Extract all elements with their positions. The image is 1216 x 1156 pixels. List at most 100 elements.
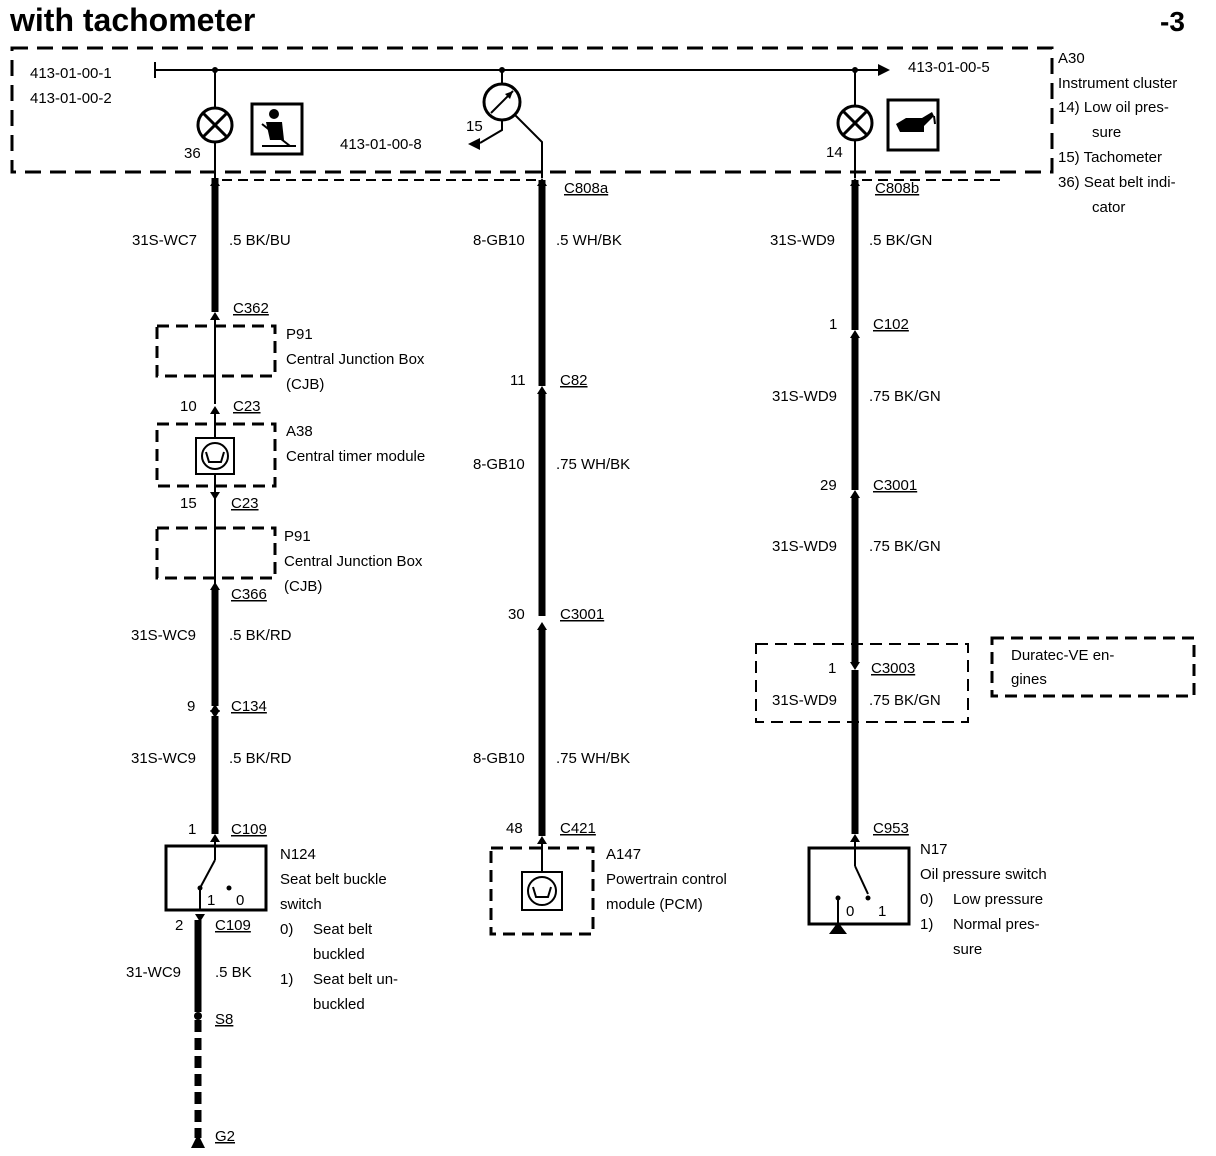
ground-g2-label: G2 — [215, 1128, 235, 1145]
bus-arrow — [878, 64, 890, 76]
right-wire2-code: 31S-WD9 — [772, 388, 837, 405]
mid-wire1-spec: .5 WH/BK — [556, 232, 622, 249]
right-wire4-code: 31S-WD9 — [772, 692, 837, 709]
n124-state-0-text-1: Seat belt — [313, 921, 373, 938]
a147-id: A147 — [606, 846, 641, 863]
n17-state-0: 0) — [920, 891, 933, 908]
cluster-line-2: 14) Low oil pres- — [1058, 99, 1169, 116]
left-wire1-spec: .5 BK/BU — [229, 232, 291, 249]
page-title: with tachometer — [9, 2, 255, 38]
n17-id: N17 — [920, 841, 948, 858]
connector-c3001-right: C3001 — [873, 477, 917, 494]
splice-s8-label: S8 — [215, 1011, 233, 1028]
mid-wire1-code: 8-GB10 — [473, 232, 525, 249]
n124-pos-1: 1 — [207, 892, 215, 909]
left-wire1-code: 31S-WC7 — [132, 232, 197, 249]
cluster-line-3: sure — [1092, 124, 1121, 141]
connector-c366: C366 — [231, 586, 267, 603]
connector-c109-b: C109 — [215, 917, 251, 934]
pcm-module-icon — [521, 871, 563, 911]
n17-state-1: 1) — [920, 916, 933, 933]
cluster-id: A30 — [1058, 50, 1085, 67]
n17-state-1-text-2: sure — [953, 941, 982, 958]
c23a-pin: 10 — [180, 398, 197, 415]
connector-c102: C102 — [873, 316, 909, 333]
n17-state-1-text-1: Normal pres- — [953, 916, 1040, 933]
n17-name: Oil pressure switch — [920, 866, 1047, 883]
connector-c82: C82 — [560, 372, 588, 389]
left-wire3-code: 31S-WC9 — [131, 750, 196, 767]
c102-pin: 1 — [829, 316, 837, 333]
n17-pos-0: 0 — [846, 903, 854, 920]
mid-wire2-spec: .75 WH/BK — [556, 456, 630, 473]
c109b-pin: 2 — [175, 917, 183, 934]
n124-pos-0: 0 — [236, 892, 244, 909]
a147-name-2: module (PCM) — [606, 896, 703, 913]
left-wire4-spec: .5 BK — [215, 964, 252, 981]
seatbelt-warning-icon — [250, 102, 304, 156]
cluster-line-6: cator — [1092, 199, 1125, 216]
ground-g2-icon — [191, 1134, 205, 1148]
connector-c3001-mid: C3001 — [560, 606, 604, 623]
c3003-pin: 1 — [828, 660, 836, 677]
cluster-line-5: 36) Seat belt indi- — [1058, 174, 1176, 191]
a147-name-1: Powertrain control — [606, 871, 727, 888]
right-wire2-spec: .75 BK/GN — [869, 388, 941, 405]
n17-ground-icon — [829, 922, 847, 934]
n17-switch-box — [807, 846, 911, 926]
p91-2-abbr: (CJB) — [284, 578, 322, 595]
page-number: -3 — [1160, 6, 1185, 37]
a38-name: Central timer module — [286, 448, 425, 465]
connector-c23-a: C23 — [233, 398, 261, 415]
n17-state-0-text: Low pressure — [953, 891, 1043, 908]
oil-lamp-pin: 14 — [826, 144, 843, 161]
n124-switch-blade — [199, 859, 216, 889]
duratec-line-2: gines — [1011, 671, 1047, 688]
splice-s8 — [194, 1012, 202, 1020]
n124-name-2: switch — [280, 896, 322, 913]
p91-2-name: Central Junction Box — [284, 553, 423, 570]
connector-c109-a: C109 — [231, 821, 267, 838]
mid-wire3-code: 8-GB10 — [473, 750, 525, 767]
n124-name-1: Seat belt buckle — [280, 871, 387, 888]
p91-1-name: Central Junction Box — [286, 351, 425, 368]
n124-state-1-text-1: Seat belt un- — [313, 971, 398, 988]
duratec-note-box — [990, 636, 1196, 698]
c3001-right-pin: 29 — [820, 477, 837, 494]
connector-c134: C134 — [231, 698, 267, 715]
n17-switch-blade — [854, 865, 869, 895]
connector-c362: C362 — [233, 300, 269, 317]
p91-2-id: P91 — [284, 528, 311, 545]
ref-left-2: 413-01-00-2 — [30, 90, 112, 107]
right-wire3-code: 31S-WD9 — [772, 538, 837, 555]
n124-state-0: 0) — [280, 921, 293, 938]
duratec-line-1: Duratec-VE en- — [1011, 647, 1114, 664]
mid-wire3-spec: .75 WH/BK — [556, 750, 630, 767]
ctm-module-icon — [195, 437, 235, 475]
p91-1-id: P91 — [286, 326, 313, 343]
connector-c23-b: C23 — [231, 495, 259, 512]
ref-right: 413-01-00-5 — [908, 59, 990, 76]
cluster-line-1: Instrument cluster — [1058, 75, 1177, 92]
a147-pcm-box — [489, 846, 595, 936]
a38-id: A38 — [286, 423, 313, 440]
connector-c421: C421 — [560, 820, 596, 837]
tacho-ref-arrow — [468, 138, 480, 150]
right-wire1-spec: .5 BK/GN — [869, 232, 932, 249]
c109a-pin: 1 — [188, 821, 196, 838]
n124-state-0-text-2: buckled — [313, 946, 365, 963]
n124-id: N124 — [280, 846, 316, 863]
n17-pos-1: 1 — [878, 903, 886, 920]
c82-pin: 11 — [510, 372, 526, 389]
left-wire2-code: 31S-WC9 — [131, 627, 196, 644]
cluster-line-4: 15) Tachometer — [1058, 149, 1162, 166]
c134-pin: 9 — [187, 698, 195, 715]
connector-c808b: C808b — [875, 180, 919, 197]
p91-1-abbr: (CJB) — [286, 376, 324, 393]
c3001-mid-pin: 30 — [508, 606, 525, 623]
connector-c3003: C3003 — [871, 660, 915, 677]
right-wire4-spec: .75 BK/GN — [869, 692, 941, 709]
connector-c808a: C808a — [564, 180, 609, 197]
